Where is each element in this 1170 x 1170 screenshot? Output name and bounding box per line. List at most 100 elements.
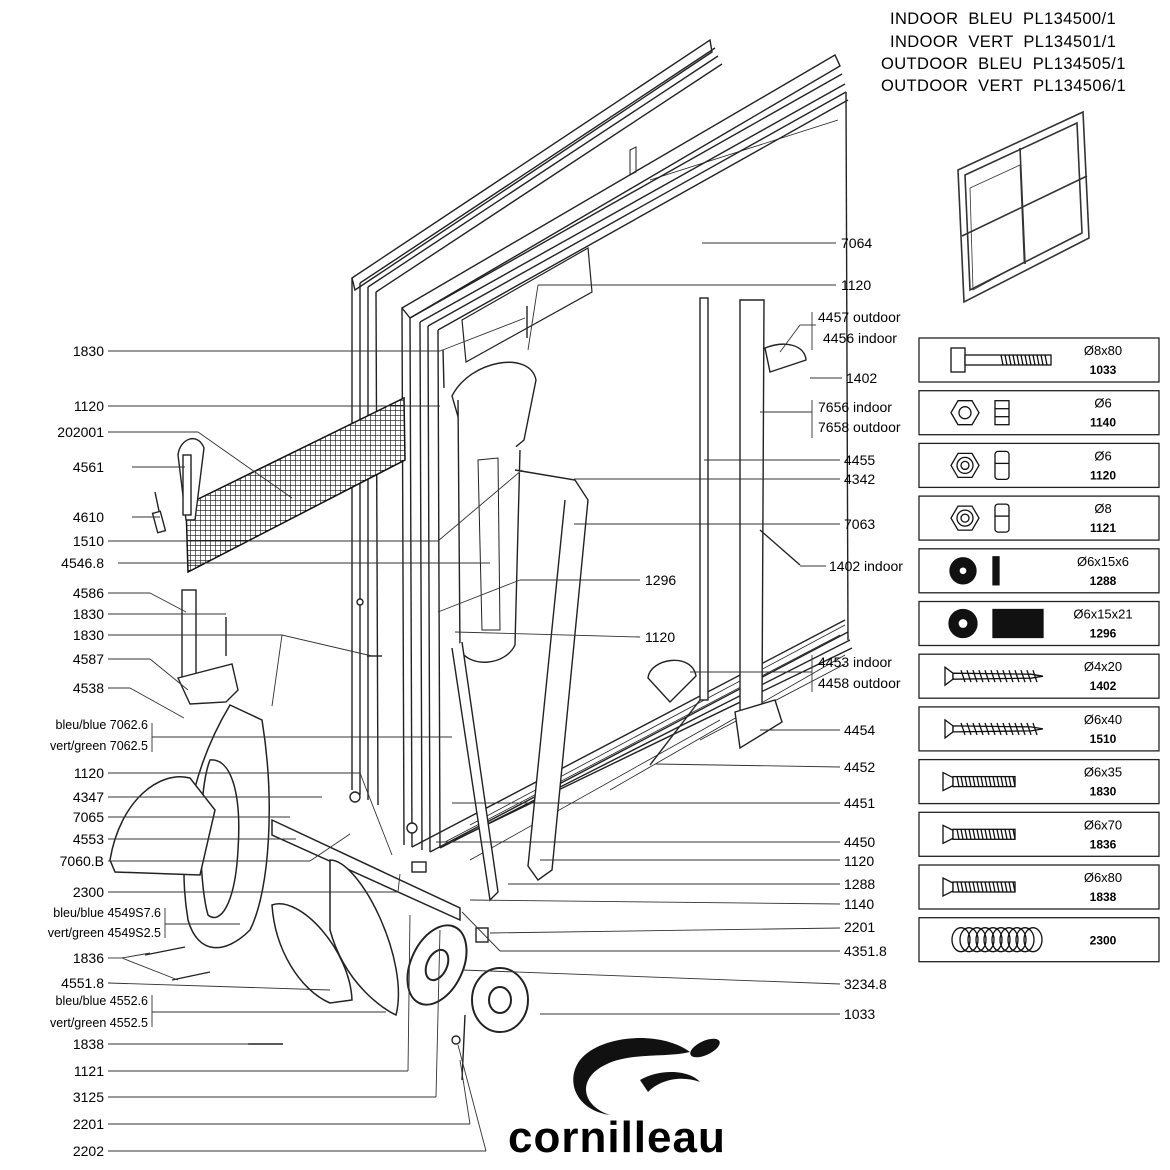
- callout-label: 1121: [74, 1063, 104, 1079]
- callout-label: vert/green 7062.5: [50, 739, 148, 753]
- lock-nut-icon: [950, 450, 1010, 481]
- callout-label: 3125: [73, 1089, 104, 1105]
- callout-label: 7063: [844, 516, 875, 532]
- callout-label: 2201: [844, 919, 875, 935]
- washer-icon: [949, 556, 1000, 586]
- callout-label: 1120: [74, 398, 104, 414]
- callout-label: 2201: [73, 1116, 104, 1132]
- model-line: OUTDOOR VERT PL134506/1: [881, 77, 1126, 95]
- callout-label: vert/green 4549S2.5: [48, 926, 161, 940]
- callouts-left: 1830 1120 202001 4561 4610 1510 4546.8 4…: [48, 343, 161, 1159]
- lock-nut-icon: [950, 503, 1010, 533]
- callout-label: 1838: [73, 1036, 104, 1052]
- callout-label: 7065: [73, 809, 104, 825]
- callouts-right: 7064 1120 4457 outdoor 4456 indoor 1402 …: [811, 235, 903, 1022]
- hardware-code: 1830: [1090, 785, 1117, 799]
- nut-icon: [950, 400, 1010, 426]
- hardware-code: 1033: [1090, 363, 1117, 377]
- callout-label: 4538: [73, 680, 104, 696]
- callout-label: 4342: [844, 471, 875, 487]
- callout-label: 4451: [844, 795, 875, 811]
- leader-lines: [107, 242, 842, 1152]
- callout-label: 4586: [73, 585, 104, 601]
- table-thumbnail-icon: [957, 110, 1090, 304]
- callout-label: 4347: [73, 789, 104, 805]
- callout-label: 4587: [73, 651, 104, 667]
- bolt-icon: [950, 347, 1052, 373]
- hardware-item: 2300: [918, 917, 1160, 963]
- fastener-marks: [144, 306, 801, 1081]
- callout-label: 4455: [844, 452, 875, 468]
- hardware-code: 1402: [1090, 679, 1117, 693]
- hardware-legend: Ø8x801033Ø61140Ø61120Ø81121Ø6x15x61288Ø6…: [918, 337, 1160, 963]
- countersunk-screw-icon: [942, 876, 1016, 898]
- hardware-dimension: Ø8: [1094, 501, 1111, 516]
- callout-label: 1836: [73, 950, 104, 966]
- callout-label: 1830: [73, 343, 104, 359]
- callout-label: bleu/blue 7062.6: [56, 718, 148, 732]
- model-list: INDOOR BLEU PL134500/1 INDOOR VERT PL134…: [881, 10, 1126, 95]
- callout-label: 1288: [844, 876, 875, 892]
- callout-label: 1510: [73, 533, 104, 549]
- spring-icon: [951, 927, 1043, 953]
- callout-label: 4456 indoor: [823, 330, 897, 346]
- hardware-code: 1140: [1090, 416, 1116, 430]
- hardware-code: 1296: [1090, 627, 1117, 641]
- callout-label: 4452: [844, 759, 875, 775]
- callout-label: 4453 indoor: [818, 654, 892, 670]
- hardware-item: Ø6x15x21 1296: [918, 600, 1160, 647]
- hardware-dimension: Ø6x15x21: [1073, 607, 1132, 622]
- callout-label: bleu/blue 4549S7.6: [53, 906, 161, 920]
- callout-label: 4553: [73, 831, 104, 847]
- hardware-code: 1288: [1090, 574, 1117, 588]
- callout-label: 4561: [73, 459, 104, 475]
- countersunk-screw-icon: [942, 824, 1016, 845]
- table-frame: [351, 38, 853, 861]
- callout-label: 2300: [73, 884, 104, 900]
- hardware-dimension: Ø6x80: [1084, 870, 1122, 885]
- callout-label: 4551.8: [61, 975, 104, 991]
- callout-label: vert/green 4552.5: [50, 1016, 148, 1030]
- left-leg-assembly: [109, 704, 461, 1017]
- hardware-item: Ø4x20 1402: [918, 653, 1160, 699]
- spacer-icon: [948, 608, 1044, 639]
- hardware-dimension: Ø6x70: [1084, 817, 1122, 832]
- callout-label: 1120: [645, 629, 675, 645]
- hardware-dimension: Ø6x35: [1084, 765, 1122, 780]
- callouts-center: 1296 1120: [645, 572, 676, 645]
- net-mesh: [185, 396, 406, 574]
- callout-label: 4351.8: [844, 943, 887, 959]
- hardware-item: Ø6 1140: [918, 390, 1160, 436]
- hardware-code: 1121: [1090, 521, 1116, 535]
- callout-label: 202001: [57, 424, 104, 440]
- model-line: OUTDOOR BLEU PL134505/1: [881, 55, 1126, 73]
- callout-label: 7064: [841, 235, 872, 251]
- countersunk-screw-icon: [942, 771, 1016, 792]
- callout-label: 4546.8: [61, 555, 104, 571]
- callout-label: 4457 outdoor: [818, 309, 901, 325]
- callout-label: 1296: [645, 572, 676, 588]
- hardware-dimension: Ø6x40: [1084, 712, 1122, 727]
- hardware-dimension: Ø8x80: [1084, 343, 1122, 358]
- hardware-dimension: Ø4x20: [1084, 659, 1122, 674]
- callout-label: 7060.B: [60, 853, 104, 869]
- callout-label: bleu/blue 4552.6: [56, 994, 148, 1008]
- callout-label: 1402 indoor: [829, 558, 903, 574]
- callout-label: 1830: [73, 627, 104, 643]
- callout-label: 1120: [841, 277, 871, 293]
- hardware-code: 1120: [1090, 468, 1116, 482]
- center-support: [451, 361, 589, 902]
- cornilleau-logo: cornilleau: [508, 1038, 725, 1162]
- callout-label: 4458 outdoor: [818, 675, 901, 691]
- callout-label: 4610: [73, 509, 104, 525]
- hardware-dimension: Ø6: [1094, 396, 1111, 411]
- model-line: INDOOR VERT PL134501/1: [890, 33, 1116, 51]
- callout-label: 2202: [73, 1143, 104, 1159]
- hardware-item: Ø6x35 1830: [918, 758, 1160, 805]
